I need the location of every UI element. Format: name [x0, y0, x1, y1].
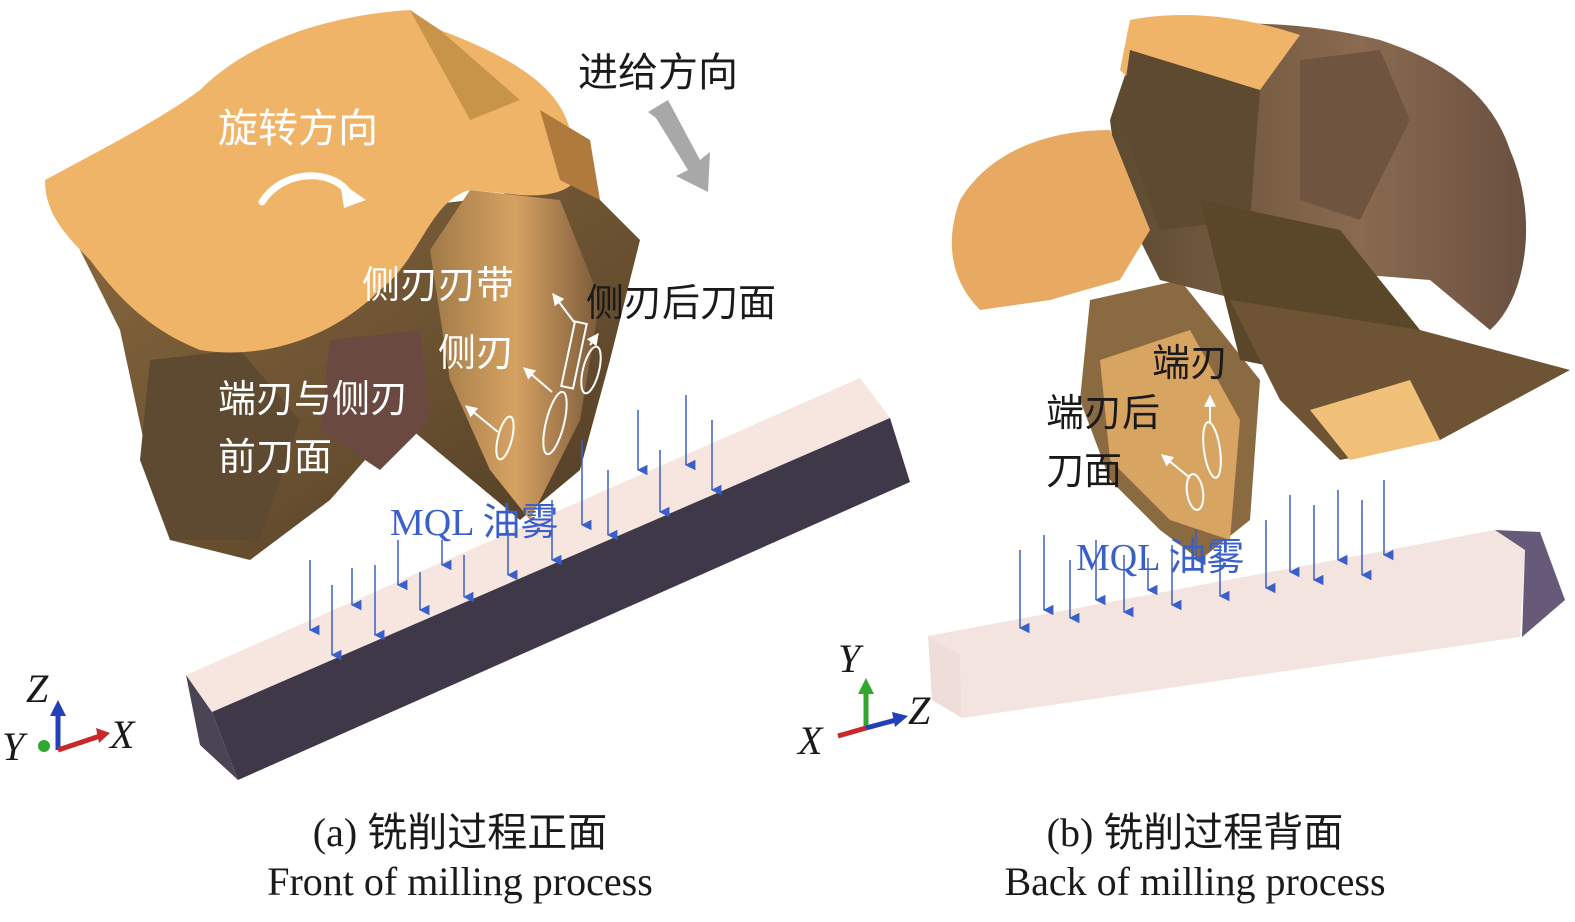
- panel-a: 旋转方向 进给方向 侧刃刃带 侧刃后刀面 侧刃 端刃与侧刃 前刀面 MQL 油雾…: [2, 10, 910, 780]
- end-edge-label: 端刃: [1152, 341, 1228, 385]
- axis-x-label-a: X: [108, 712, 136, 757]
- rotation-arrowhead: [340, 182, 366, 208]
- panel-b: 端刃 端刃后 刀面 MQL 油雾 Y Z X: [796, 15, 1570, 763]
- side-margin-label: 侧刃刃带: [362, 263, 514, 307]
- axis-y-label-b: Y: [838, 636, 864, 681]
- caption-a-en: Front of milling process: [267, 859, 653, 904]
- end-flank-label-line2: 刀面: [1046, 449, 1122, 493]
- annotation-marks-b: [1161, 394, 1222, 511]
- axes-b: [837, 678, 908, 739]
- mql-arrows-a: [308, 395, 722, 661]
- side-flank-label: 侧刃后刀面: [586, 281, 776, 325]
- rake-face-label-line1: 端刃与侧刃: [218, 377, 408, 421]
- axis-z-label-b: Z: [908, 688, 931, 733]
- feed-direction-label: 进给方向: [578, 50, 738, 96]
- annotation-marks-a: [465, 293, 602, 461]
- axes-a: [38, 700, 110, 753]
- end-mill-b: [951, 15, 1570, 560]
- rotation-direction-label: 旋转方向: [218, 106, 378, 152]
- mql-mist-label-a: MQL 油雾: [390, 502, 559, 544]
- feed-arrow: [648, 100, 710, 192]
- axis-y-label-a: Y: [2, 724, 28, 769]
- mql-mist-label-b: MQL 油雾: [1076, 537, 1245, 579]
- caption-b-zh: (b) 铣削过程背面: [1046, 810, 1344, 855]
- workpiece-a: [186, 378, 910, 780]
- workpiece-b: [928, 530, 1565, 718]
- axis-x-label-b: X: [796, 718, 824, 763]
- mql-arrows-b: [1018, 480, 1394, 634]
- rake-face-label-line2: 前刀面: [218, 435, 332, 479]
- caption-a-zh: (a) 铣削过程正面: [312, 810, 608, 855]
- end-flank-label-line1: 端刃后: [1046, 391, 1160, 435]
- caption-b-en: Back of milling process: [1004, 859, 1386, 904]
- axis-z-label-a: Z: [26, 666, 49, 711]
- side-edge-label: 侧刃: [438, 331, 514, 375]
- end-mill-a: [45, 10, 640, 560]
